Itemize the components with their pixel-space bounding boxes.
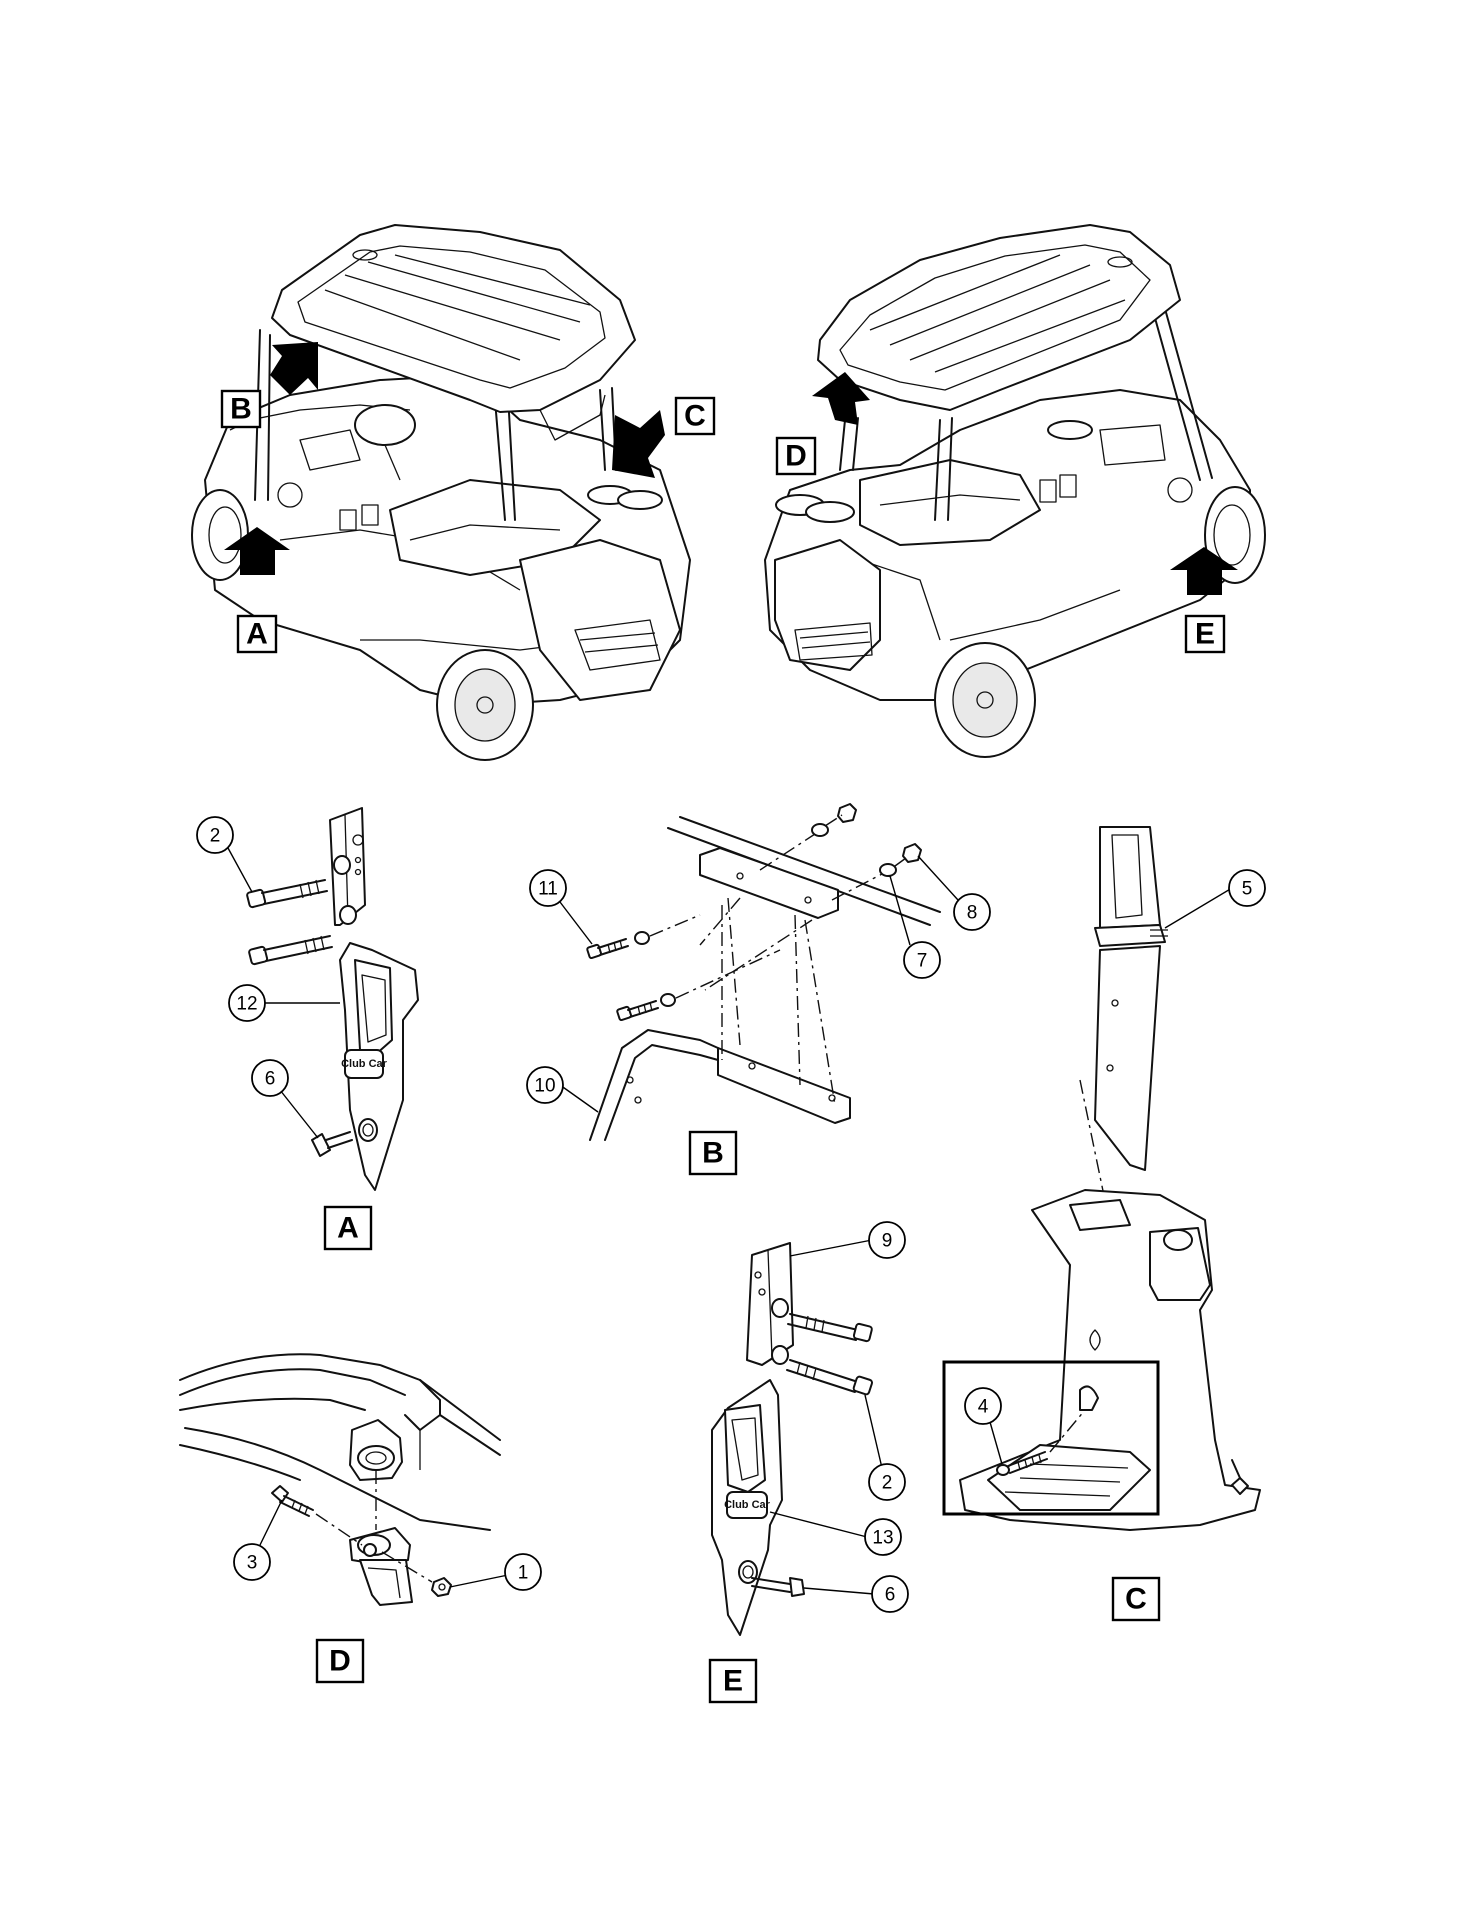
detail-c-inset-box (942, 1360, 1160, 1516)
callout-b-7: 7 (889, 875, 941, 979)
svg-text:3: 3 (247, 1553, 258, 1574)
callout-c-5: 5 (1164, 869, 1266, 929)
svg-text:D: D (785, 440, 807, 473)
callout-c-4: 4 (964, 1387, 1003, 1465)
detail-E: Club Car (711, 1242, 873, 1636)
cart-front-view (191, 224, 691, 761)
cart-rear-view (764, 224, 1266, 758)
rear-wheel (436, 649, 534, 761)
svg-text:C: C (684, 400, 706, 433)
svg-text:7: 7 (917, 951, 928, 972)
svg-text:B: B (230, 393, 252, 426)
arrow-A (224, 527, 290, 575)
clubcar-logo-a: Club Car (341, 1058, 388, 1070)
svg-text:D: D (329, 1645, 351, 1678)
svg-text:10: 10 (534, 1076, 555, 1097)
arrow-D (812, 372, 870, 425)
callout-e-13: 13 (769, 1511, 902, 1556)
arrow-B (270, 342, 318, 395)
callout-d-3: 3 (233, 1499, 283, 1581)
detail-D (179, 1353, 501, 1606)
rear-wheel-2 (934, 642, 1036, 758)
bolt-e-upper (787, 1313, 873, 1343)
bolt-a-lower (248, 935, 333, 966)
screw-c-4 (996, 1451, 1048, 1476)
detail-C (942, 826, 1261, 1531)
nut-d-1 (431, 1577, 452, 1597)
detail-A: Club Car (246, 807, 419, 1191)
view-label-C: C (674, 396, 716, 436)
callout-b-11: 11 (529, 869, 593, 945)
callout-b-10: 10 (526, 1066, 599, 1113)
svg-text:8: 8 (967, 903, 978, 924)
svg-text:E: E (1195, 618, 1215, 651)
svg-text:11: 11 (538, 879, 558, 900)
callout-a-6: 6 (251, 1059, 319, 1139)
svg-text:A: A (246, 618, 268, 651)
nut-b-top (837, 803, 857, 823)
svg-text:5: 5 (1242, 879, 1253, 900)
svg-text:9: 9 (882, 1231, 893, 1252)
view-label-A: A (236, 614, 278, 654)
detail-label-C: C (1111, 1576, 1161, 1622)
detail-label-E: E (708, 1658, 758, 1704)
callout-a-12: 12 (228, 984, 340, 1022)
bolt-e-lower (786, 1359, 873, 1396)
svg-text:A: A (337, 1212, 359, 1245)
svg-text:2: 2 (210, 826, 221, 847)
callout-d-1: 1 (449, 1553, 542, 1591)
svg-text:B: B (702, 1137, 724, 1170)
callout-b-8: 8 (917, 855, 991, 931)
svg-text:2: 2 (882, 1473, 893, 1494)
view-label-D: D (775, 436, 817, 476)
washer-b-7 (879, 863, 897, 877)
washer-b-top (811, 823, 829, 837)
view-label-B: B (220, 389, 262, 429)
detail-B (586, 803, 941, 1141)
screw-d-3 (271, 1485, 314, 1517)
svg-text:6: 6 (885, 1585, 896, 1606)
detail-label-A: A (323, 1205, 373, 1251)
callout-a-2: 2 (196, 816, 253, 893)
arrow-C (612, 410, 665, 478)
svg-text:4: 4 (978, 1397, 989, 1418)
roof-rear-view (817, 224, 1181, 411)
clubcar-logo-e: Club Car (724, 1499, 771, 1511)
detail-label-D: D (315, 1638, 365, 1684)
view-label-E: E (1184, 614, 1226, 654)
nut-b-8 (902, 843, 922, 863)
callout-e-2: 2 (864, 1394, 906, 1501)
svg-text:6: 6 (265, 1069, 276, 1090)
front-wheel (191, 489, 249, 581)
callout-e-9: 9 (789, 1221, 906, 1259)
screw-a-6 (311, 1131, 353, 1157)
arrow-E (1170, 547, 1238, 595)
screw-e-6 (751, 1577, 805, 1597)
roof-front-view (271, 224, 636, 441)
svg-text:E: E (723, 1665, 743, 1698)
svg-text:C: C (1125, 1583, 1147, 1616)
svg-text:1: 1 (518, 1563, 529, 1584)
bolt-b-11-upper (586, 914, 701, 960)
callout-e-6: 6 (803, 1575, 909, 1613)
bolt-b-11-lower (616, 949, 781, 1022)
svg-text:13: 13 (872, 1528, 893, 1549)
svg-text:12: 12 (236, 994, 257, 1015)
detail-label-B: B (688, 1130, 738, 1176)
bolt-a-upper (246, 879, 328, 909)
